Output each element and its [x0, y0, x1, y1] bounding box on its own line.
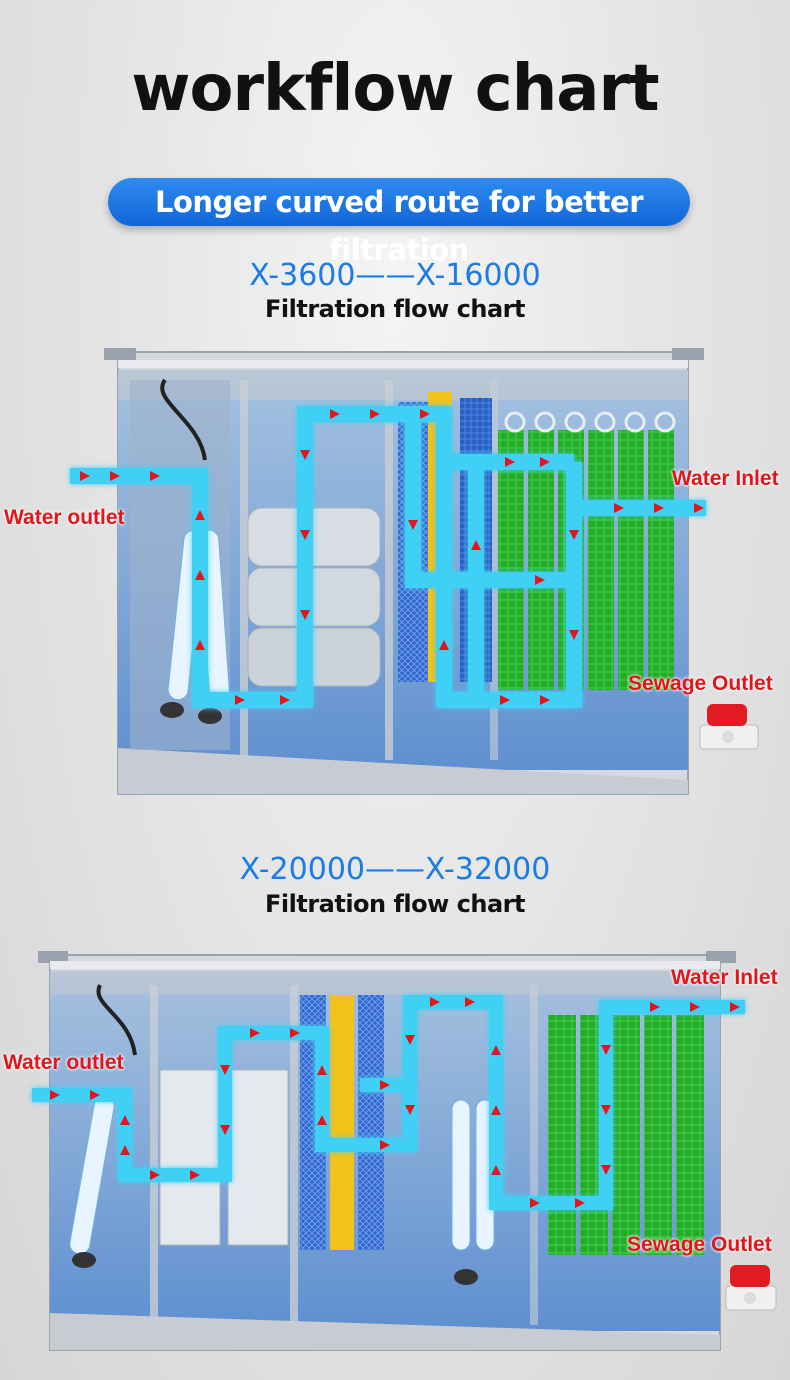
- flow-chart-subtitle-1: Filtration flow chart: [265, 295, 525, 323]
- page-title: workflow chart: [131, 52, 659, 126]
- filter-cotton-1: [247, 507, 381, 687]
- blue-foam-filter-2b: [358, 995, 384, 1250]
- water-outlet-label-1: Water outlet: [4, 506, 125, 529]
- filtration-diagram-1: [70, 348, 759, 795]
- flow-chart-subtitle-2: Filtration flow chart: [265, 890, 525, 918]
- bio-brush-media-2: [548, 1015, 704, 1255]
- yellow-foam-filter-2: [330, 995, 354, 1250]
- filtration-diagram-2: [32, 951, 777, 1351]
- sewage-outlet-label-1: Sewage Outlet: [628, 672, 773, 695]
- feature-banner: Longer curved route for better filtratio…: [108, 178, 690, 267]
- model-range-2: X-20000——X-32000: [239, 852, 551, 887]
- valve-icon: [725, 1265, 777, 1311]
- sewage-outlet-label-2: Sewage Outlet: [627, 1233, 772, 1256]
- water-outlet-label-2: Water outlet: [3, 1051, 124, 1074]
- flow-arrow-icon: [80, 409, 704, 705]
- water-inlet-label-2: Water Inlet: [671, 966, 778, 989]
- bio-brush-media-1: [498, 411, 676, 690]
- water-inlet-label-1: Water Inlet: [672, 467, 779, 490]
- model-range-1: X-3600——X-16000: [249, 258, 541, 293]
- valve-icon: [699, 704, 759, 750]
- flow-path-1: [70, 406, 706, 708]
- uv-lamp-icon: [69, 984, 495, 1285]
- flow-arrow-icon: [50, 997, 740, 1208]
